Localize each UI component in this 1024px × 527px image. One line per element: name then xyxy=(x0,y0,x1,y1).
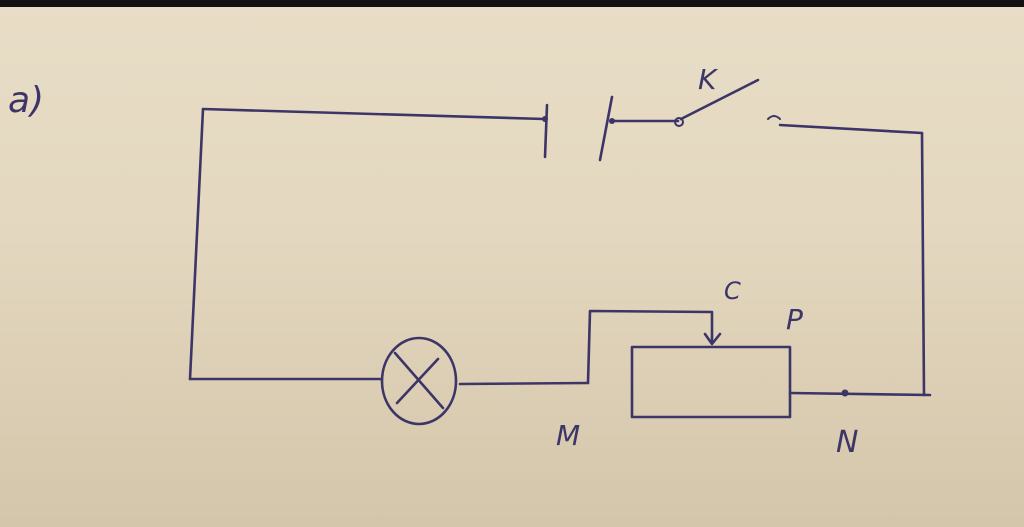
lamp-icon xyxy=(380,336,458,426)
lamp-circle xyxy=(380,336,458,426)
part-label: a) xyxy=(8,80,44,121)
top-edge xyxy=(0,0,1024,7)
battery-plate-long xyxy=(543,103,549,159)
wire-lamp-m xyxy=(458,381,590,386)
switch-icon xyxy=(674,78,781,127)
lamp-cross-b xyxy=(395,357,440,405)
slider-label: C xyxy=(724,277,741,305)
point-p-label: P xyxy=(786,303,803,336)
rheostat-icon xyxy=(630,345,792,419)
wire-slider xyxy=(586,309,714,385)
node-n xyxy=(841,389,849,397)
wire-left xyxy=(188,107,205,381)
switch-label: K xyxy=(698,63,719,96)
wire-top-left xyxy=(201,107,546,121)
point-m-label: M xyxy=(556,419,580,452)
battery-plate-short xyxy=(598,95,614,162)
switch-pivot xyxy=(674,117,684,127)
battery-node-left xyxy=(542,116,548,122)
wire-top-right xyxy=(778,123,924,135)
switch-contact xyxy=(767,115,781,120)
slider-arrow-icon xyxy=(703,332,722,346)
paper-sheet: a) K xyxy=(0,7,1024,527)
switch-blade xyxy=(679,78,760,121)
circuit-diagram: a) K xyxy=(8,63,932,460)
wire-rheostat-n xyxy=(788,391,932,397)
point-n-label: N xyxy=(836,425,858,460)
battery-icon xyxy=(542,95,615,162)
wire-right xyxy=(920,131,926,397)
